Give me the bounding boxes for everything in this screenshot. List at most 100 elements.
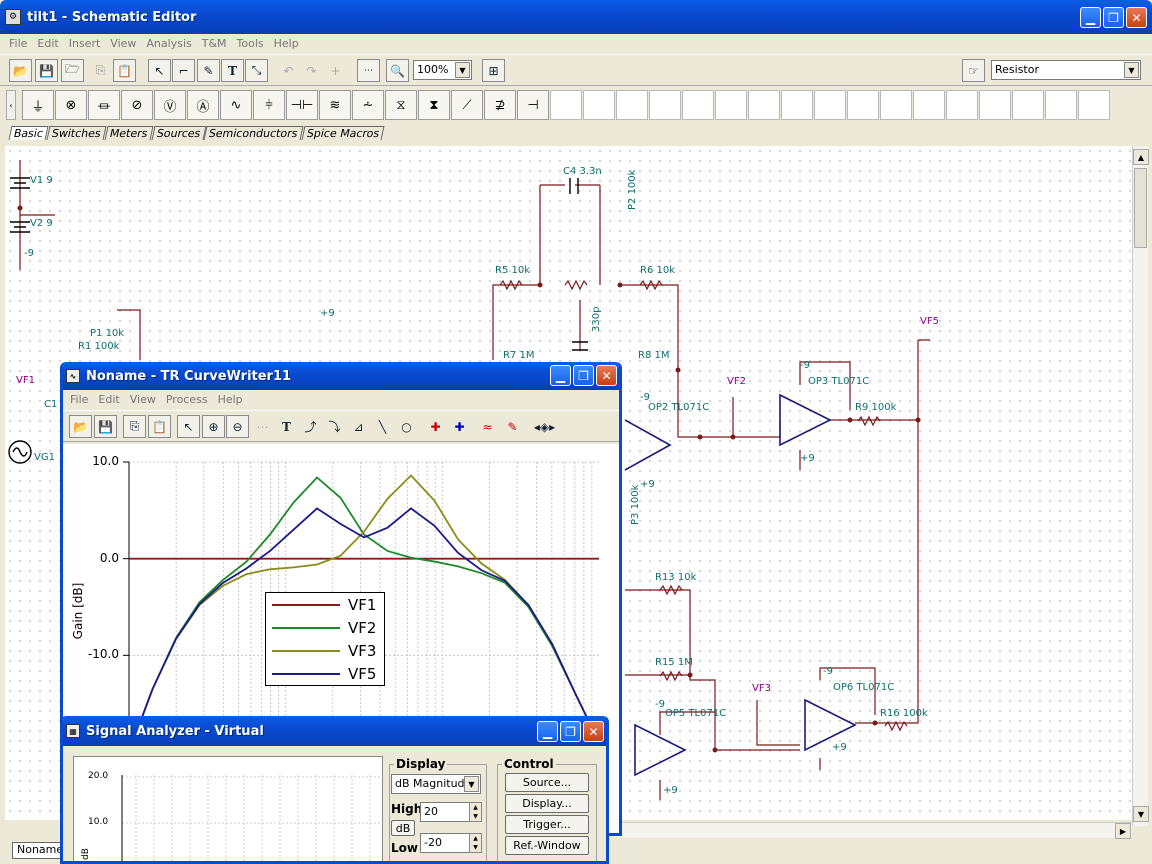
cw-menu-0[interactable]: File: [70, 392, 89, 406]
grid-icon[interactable]: ⋯: [357, 59, 380, 82]
status-tab[interactable]: Noname: [12, 842, 63, 859]
undo-icon[interactable]: ↶: [283, 63, 294, 78]
component-slot-empty[interactable]: [550, 90, 582, 120]
minimize-button[interactable]: ▁: [1080, 7, 1101, 28]
scroll-up-icon[interactable]: ▲: [1133, 149, 1149, 165]
vertical-scrollbar[interactable]: ▲ ▼: [1132, 146, 1149, 826]
paste-icon[interactable]: 📋: [113, 59, 136, 82]
zoom-icon[interactable]: 🔍: [386, 59, 409, 82]
select-arrow-icon[interactable]: ↖: [177, 415, 200, 438]
component-slot-empty[interactable]: [748, 90, 780, 120]
curvewriter-minimize-button[interactable]: ▁: [550, 365, 571, 386]
main-titlebar[interactable]: ⚙ tilt1 - Schematic Editor: [0, 0, 1152, 34]
high-input[interactable]: 20: [420, 802, 470, 822]
scroll-thumb[interactable]: [1134, 168, 1147, 248]
cursor-a-icon[interactable]: ✚: [430, 419, 441, 434]
component-select[interactable]: Resistor▼: [991, 60, 1141, 80]
curvewriter-titlebar[interactable]: ∿ Noname - TR CurveWriter11: [63, 362, 619, 390]
component-slot-empty[interactable]: [583, 90, 615, 120]
transformer2-icon[interactable]: ⧗: [418, 90, 450, 120]
grid-icon[interactable]: ⋯: [256, 419, 269, 434]
display-button[interactable]: Display...: [505, 794, 589, 813]
main-menu-0[interactable]: File: [9, 36, 28, 50]
curvewriter-close-button[interactable]: ✕: [596, 365, 617, 386]
terminal-icon[interactable]: ⊣: [517, 90, 549, 120]
paste-icon[interactable]: 📋: [148, 415, 171, 438]
curve2-icon[interactable]: ⤵: [328, 420, 341, 434]
transformer-icon[interactable]: ⧖: [385, 90, 417, 120]
cw-menu-1[interactable]: Edit: [98, 392, 120, 406]
variable-inductor-icon[interactable]: ⩪: [352, 90, 384, 120]
battery-icon[interactable]: ⏛: [88, 90, 120, 120]
resistor-icon[interactable]: ∿: [220, 90, 252, 120]
db-button[interactable]: dB: [391, 820, 415, 836]
axis-icon[interactable]: ⊿: [353, 419, 364, 434]
save-icon[interactable]: 💾: [35, 59, 58, 82]
component-slot-empty[interactable]: [847, 90, 879, 120]
probe-icon[interactable]: ⊞: [482, 59, 505, 82]
open-icon[interactable]: 📂: [69, 415, 92, 438]
text-icon[interactable]: T: [282, 419, 291, 434]
open-icon[interactable]: 📂: [9, 59, 32, 82]
component-slot-empty[interactable]: [781, 90, 813, 120]
text-icon[interactable]: T: [221, 59, 244, 82]
main-menu-3[interactable]: View: [110, 36, 137, 50]
component-slot-empty[interactable]: [913, 90, 945, 120]
analyzer-plot[interactable]: 20.0 10.0 dB: [73, 756, 384, 861]
main-menu-4[interactable]: Analysis: [146, 36, 192, 50]
component-slot-empty[interactable]: [649, 90, 681, 120]
component-place-icon[interactable]: ☞: [962, 59, 985, 82]
switch-icon[interactable]: ⟋: [451, 90, 483, 120]
ref-window-button[interactable]: Ref.-Window: [505, 836, 589, 855]
cursor-b-icon[interactable]: ✚: [454, 419, 465, 434]
main-menu-1[interactable]: Edit: [37, 36, 59, 50]
cw-menu-4[interactable]: Help: [217, 392, 243, 406]
mode-select[interactable]: dB Magnitude▼: [391, 774, 481, 794]
scroll-right-icon[interactable]: ▶: [1115, 823, 1131, 839]
analyzer-titlebar[interactable]: ▦ Signal Analyzer - Virtual: [63, 716, 606, 746]
component-slot-empty[interactable]: [1012, 90, 1044, 120]
ammeter-icon[interactable]: Ⓐ: [187, 90, 219, 120]
ground-icon[interactable]: ⏚: [22, 90, 54, 120]
potentiometer-icon[interactable]: ⫩: [253, 90, 285, 120]
main-menu-5[interactable]: T&M: [201, 36, 227, 50]
main-menu-2[interactable]: Insert: [68, 36, 101, 50]
nav-arrows-icon[interactable]: ◂◈▸: [533, 419, 556, 434]
pencil-icon[interactable]: ✎: [197, 59, 220, 82]
voltmeter-icon[interactable]: Ⓥ: [154, 90, 186, 120]
circle-icon[interactable]: ○: [401, 419, 412, 434]
low-spinner[interactable]: ▲▼: [469, 833, 482, 853]
zoom-select[interactable]: 100%▼: [413, 60, 472, 80]
analyzer-close-button[interactable]: ✕: [583, 721, 604, 742]
curve-icon[interactable]: ⤴: [304, 420, 317, 434]
capacitor-icon[interactable]: ⊣⊢: [286, 90, 318, 120]
zoom-in-icon[interactable]: ⊕: [202, 415, 225, 438]
close-button[interactable]: ✕: [1126, 7, 1147, 28]
curvewriter-maximize-button[interactable]: ❐: [573, 365, 594, 386]
analyzer-minimize-button[interactable]: ▁: [537, 721, 558, 742]
copy-icon[interactable]: ⎘: [123, 415, 146, 438]
erase-icon[interactable]: ⤡: [245, 59, 268, 82]
cw-menu-2[interactable]: View: [129, 392, 156, 406]
main-menu-6[interactable]: Tools: [236, 36, 264, 50]
low-input[interactable]: -20: [420, 833, 470, 853]
toolbar-scroll-left[interactable]: ‹: [6, 90, 16, 120]
component-slot-empty[interactable]: [814, 90, 846, 120]
component-slot-empty[interactable]: [1045, 90, 1077, 120]
source-button[interactable]: Source...: [505, 773, 589, 792]
component-slot-empty[interactable]: [616, 90, 648, 120]
crosshair-icon[interactable]: +: [330, 63, 341, 78]
line-icon[interactable]: ╲: [378, 419, 387, 434]
component-slot-empty[interactable]: [1078, 90, 1110, 120]
scroll-down-icon[interactable]: ▼: [1133, 806, 1149, 822]
horizontal-scrollbar[interactable]: ▶: [612, 822, 1132, 839]
wire-icon[interactable]: ⌐: [172, 59, 195, 82]
lamp-icon[interactable]: ⊗: [55, 90, 87, 120]
zoom-out-icon[interactable]: ⊖: [226, 415, 249, 438]
variable-resistor-icon[interactable]: ⊉: [484, 90, 516, 120]
main-menu-7[interactable]: Help: [273, 36, 299, 50]
add-curve-icon[interactable]: ≈: [482, 419, 493, 434]
component-slot-empty[interactable]: [979, 90, 1011, 120]
open-folder-icon[interactable]: 🗁: [61, 59, 84, 82]
redo-icon[interactable]: ↷: [306, 63, 317, 78]
